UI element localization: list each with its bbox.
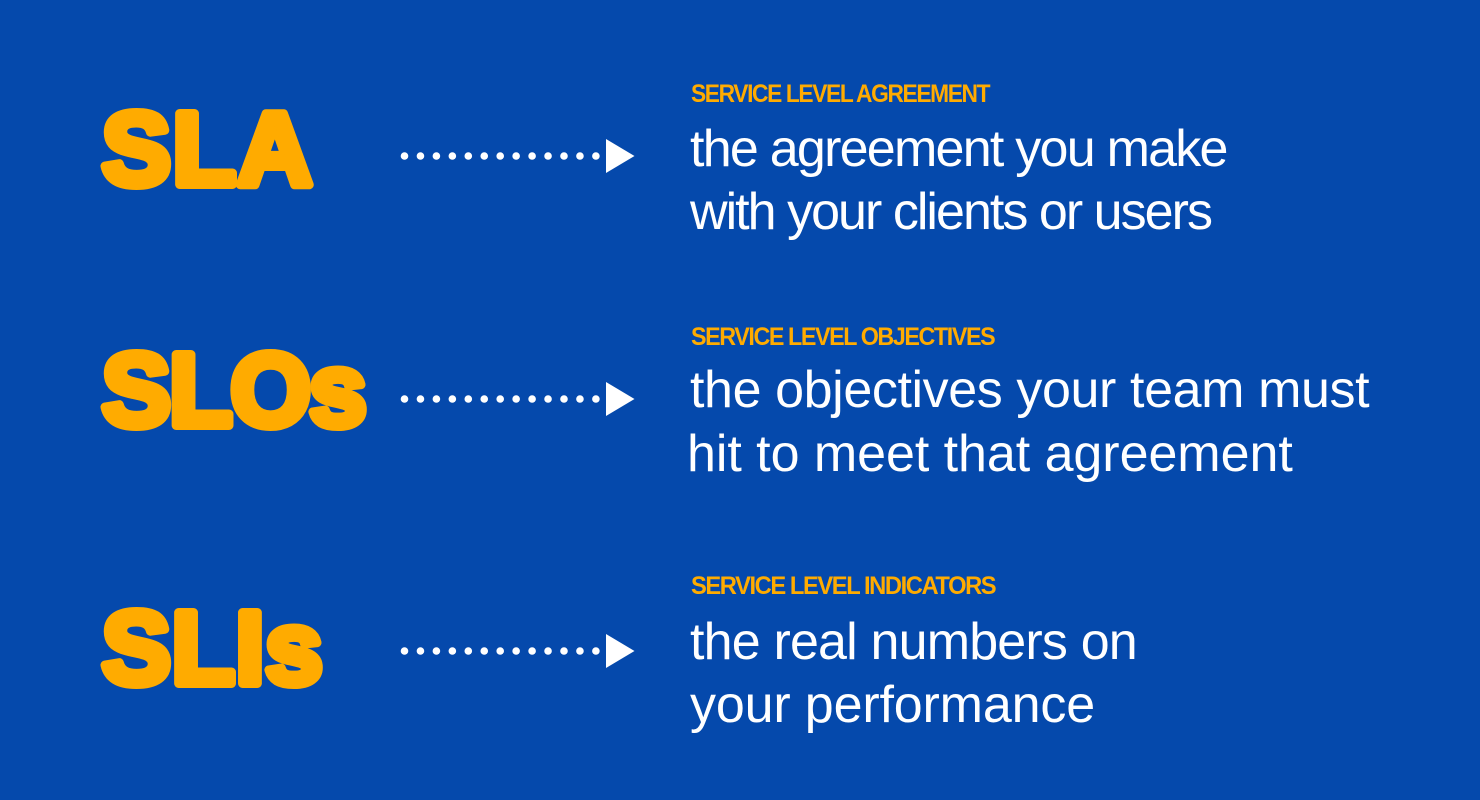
svg-text:SLIs: SLIs xyxy=(102,591,324,706)
svg-text:SLOs: SLOs xyxy=(102,333,365,448)
svg-text:SLA: SLA xyxy=(102,92,314,207)
